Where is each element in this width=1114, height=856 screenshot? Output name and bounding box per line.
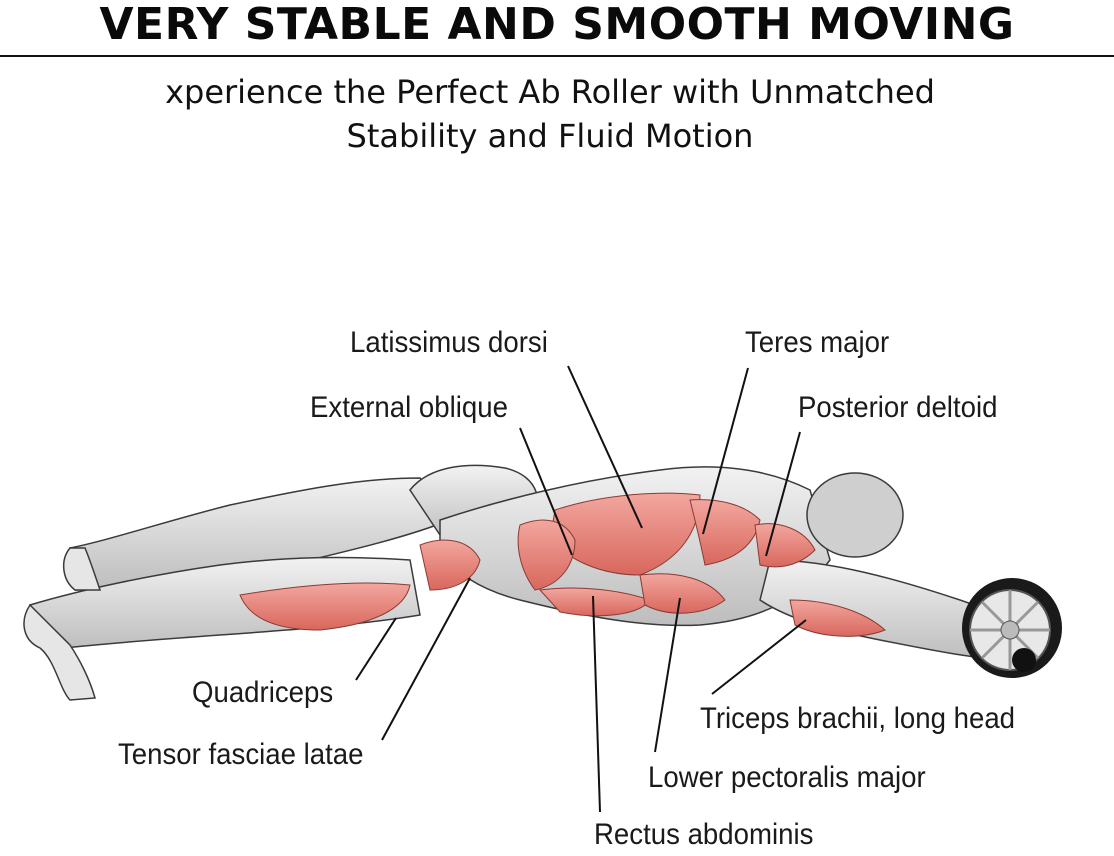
leader-triceps [711,619,807,695]
leader-pectoralis [654,597,681,753]
label-posterior-deltoid: Posterior deltoid [798,391,998,424]
muscle-tensor-fasciae-latae [419,539,481,591]
highlighted-muscles [239,492,886,637]
muscle-triceps-long-head [789,599,886,637]
leader-tensor [381,577,471,741]
muscle-quadriceps [239,582,411,631]
muscle-posterior-deltoid [754,523,816,568]
label-latissimus-dorsi: Latissimus dorsi [350,326,548,359]
label-quadriceps: Quadriceps [192,676,334,709]
foot-right [63,547,102,591]
figure-body [23,464,1021,701]
ab-roller-wheel [962,578,1062,678]
muscle-external-oblique [517,519,576,591]
leader-teres [702,367,749,535]
leader-quadriceps [355,617,397,681]
foot-left [23,603,96,701]
leader-latissimus [567,365,643,529]
leader-deltoid [765,431,801,557]
head [806,472,904,558]
title-underline [0,55,1114,57]
muscle-latissimus-dorsi [549,492,701,576]
muscle-lower-pectoralis-major [639,573,726,614]
roller-handle [1012,648,1036,672]
label-triceps-brachii: Triceps brachii, long head [700,702,1016,735]
leader-oblique [519,427,573,556]
label-rectus-abdominis: Rectus abdominis [594,818,814,851]
subtitle-line-2: Stability and Fluid Motion [346,117,754,155]
leader-lines [355,365,807,813]
label-teres-major: Teres major [745,326,890,359]
label-lower-pectoralis-major: Lower pectoralis major [648,761,926,794]
page-title: VERY STABLE AND SMOOTH MOVING [99,0,1015,50]
wheel-hub [1000,620,1020,640]
subtitle-line-1: xperience the Perfect Ab Roller with Unm… [165,73,935,111]
page-subtitle: xperience the Perfect Ab Roller with Unm… [110,70,990,158]
label-tensor-fasciae-latae: Tensor fasciae latae [118,738,364,771]
leader-rectus [592,595,601,813]
label-external-oblique: External oblique [310,391,508,424]
